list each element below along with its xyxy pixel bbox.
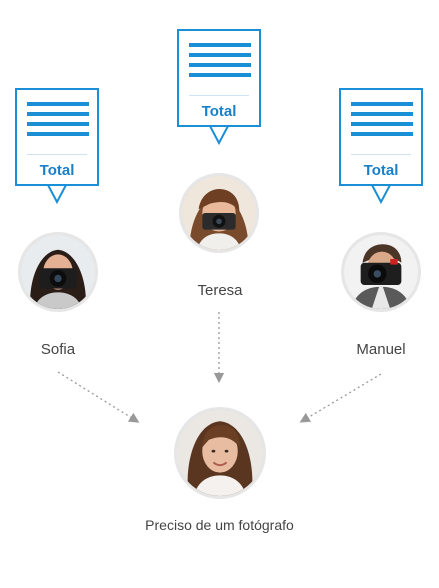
avatar-manuel [341, 232, 421, 312]
document-card-teresa: Total [177, 29, 261, 127]
person-name-sofia: Sofia [40, 341, 76, 358]
card-divider [27, 154, 87, 155]
avatar-teresa [179, 173, 259, 253]
client-portrait-icon [177, 410, 263, 496]
avatar-client [174, 407, 266, 499]
arrow-manuel [299, 373, 382, 423]
document-lines-icon [351, 102, 413, 142]
person-name-manuel: Manuel [356, 341, 406, 358]
card-total-label: Total [39, 162, 75, 179]
document-lines-icon [189, 43, 251, 83]
photographer-camera-icon [182, 176, 256, 250]
document-card-manuel: Total [339, 88, 423, 186]
card-total-label: Total [363, 162, 399, 179]
card-total-label: Total [201, 103, 237, 120]
person-name-teresa: Teresa [197, 282, 243, 299]
avatar-sofia [18, 232, 98, 312]
card-pointer-teresa [209, 125, 229, 146]
arrow-sofia [57, 371, 140, 423]
document-lines-icon [27, 102, 89, 142]
card-pointer-manuel [371, 184, 391, 205]
card-divider [351, 154, 411, 155]
card-divider [189, 95, 249, 96]
diagram-caption: Preciso de um fotógrafo [145, 517, 294, 533]
photographer-camera-icon [344, 235, 418, 309]
card-pointer-sofia [47, 184, 67, 205]
document-card-sofia: Total [15, 88, 99, 186]
photographer-camera-icon [21, 235, 95, 309]
